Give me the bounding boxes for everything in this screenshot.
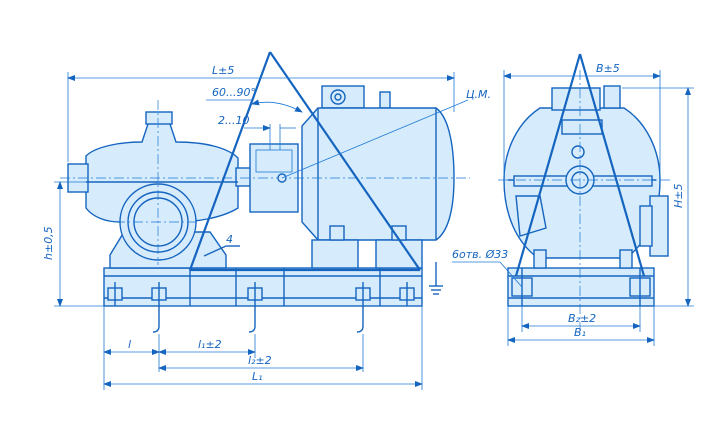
bolt-5: [399, 282, 415, 306]
dim-height-right-label: H±5: [672, 184, 685, 209]
dim-l-label: l: [128, 338, 131, 351]
dim-width-top: B±5: [503, 62, 661, 176]
holes-callout: 6отв. Ø33: [452, 248, 523, 288]
dim-bottom: l l₁±2 l₂±2 L₁: [103, 306, 423, 390]
dim-angle: 60...90°: [206, 86, 303, 113]
pump: [67, 100, 255, 269]
center-of-mass-label: Ц.М.: [466, 88, 491, 101]
holes-callout-label: 6отв. Ø33: [452, 248, 508, 261]
side-view: 4 L±5 60...90° 2...10 Ц.М.: [42, 51, 491, 390]
dim-width-top-label: B±5: [596, 62, 620, 75]
dim-height-right: H±5: [622, 87, 694, 307]
end-lifting-sling: [514, 53, 646, 277]
bolt-2: [151, 282, 167, 333]
bolt-4: [355, 282, 371, 333]
end-view: B±5 H±5 6отв. Ø33 B₂±2 B₁: [452, 53, 694, 346]
bolt-3: [247, 282, 263, 333]
electric-motor: [60, 85, 470, 269]
dim-overall-length: L±5: [67, 64, 455, 162]
dim-gap-label: 2...10: [218, 114, 250, 127]
dim-overall-length-label: L±5: [212, 64, 234, 77]
center-of-mass: Ц.М.: [277, 88, 491, 183]
dim-L1-label: L₁: [252, 370, 263, 383]
end-base: [507, 267, 655, 307]
dim-height-left-label: h±0,5: [42, 226, 55, 260]
weld-mark: 4: [203, 233, 240, 257]
dim-l2-label: l₂±2: [248, 354, 272, 367]
dim-base-width-label: B₁: [574, 326, 586, 339]
ground-symbol: [429, 262, 443, 295]
bolt-1: [107, 282, 123, 306]
dim-height-left: h±0,5: [42, 181, 104, 307]
dim-gap: 2...10: [218, 114, 296, 150]
dim-bolt-pitch-label: B₂±2: [568, 312, 596, 325]
foundation-bolts: [107, 282, 415, 333]
dim-l1-label: l₁±2: [198, 338, 222, 351]
weld-mark-label: 4: [226, 233, 233, 246]
end-motor: [498, 70, 670, 330]
dim-angle-label: 60...90°: [212, 86, 256, 99]
lifting-sling-lines: [188, 51, 421, 272]
dim-end-bottom: B₂±2 B₁: [507, 306, 655, 346]
